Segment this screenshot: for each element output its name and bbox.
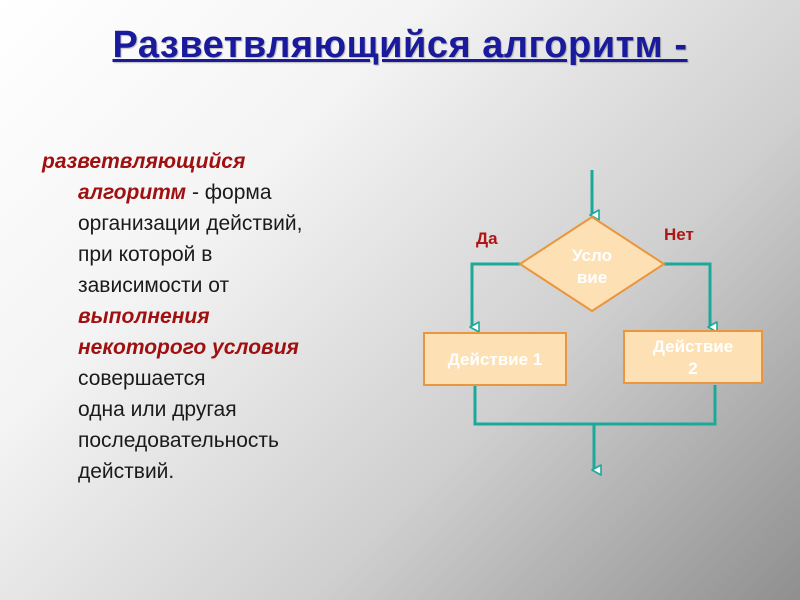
no-label: Нет [664,225,694,244]
definition-line: зависимости от [78,274,230,297]
definition-line: организации действий, [78,212,303,235]
condition-text: некоторого условия [78,336,299,359]
action1-label: Действие 1 [448,350,543,369]
definition-line: совершается [78,367,206,390]
definition-line: алгоритм - форма [42,177,382,208]
action2-box [623,330,763,384]
condition-label: вие [577,268,607,287]
definition-text: разветвляющийся алгоритм - форма организ… [42,146,382,487]
action2-label: Действие [653,337,733,356]
yes-branch-line [469,262,520,333]
term-text: разветвляющийся [42,150,246,173]
definition-fragment: - форма [186,181,272,204]
definition-line: разветвляющийся [42,146,382,177]
slide-title: Разветвляющийся алгоритм - [112,24,688,66]
condition-diamond [518,215,666,313]
action1-box [423,332,567,386]
definition-line: одна или другая [78,398,237,421]
definition-line: некоторого условия [42,332,382,363]
connector-lines [469,170,718,476]
definition-line: при которой в [78,243,213,266]
condition-text: выполнения [78,305,210,328]
condition-label: Усло [572,246,612,265]
action2-label: 2 [688,359,697,378]
no-branch-line [664,262,718,333]
definition-line: последовательность [78,429,279,452]
merge-line [473,385,717,426]
definition-line: выполнения [42,301,382,332]
term-text: алгоритм [78,181,187,204]
definition-line: действий. [78,460,175,483]
yes-label: Да [476,229,498,248]
